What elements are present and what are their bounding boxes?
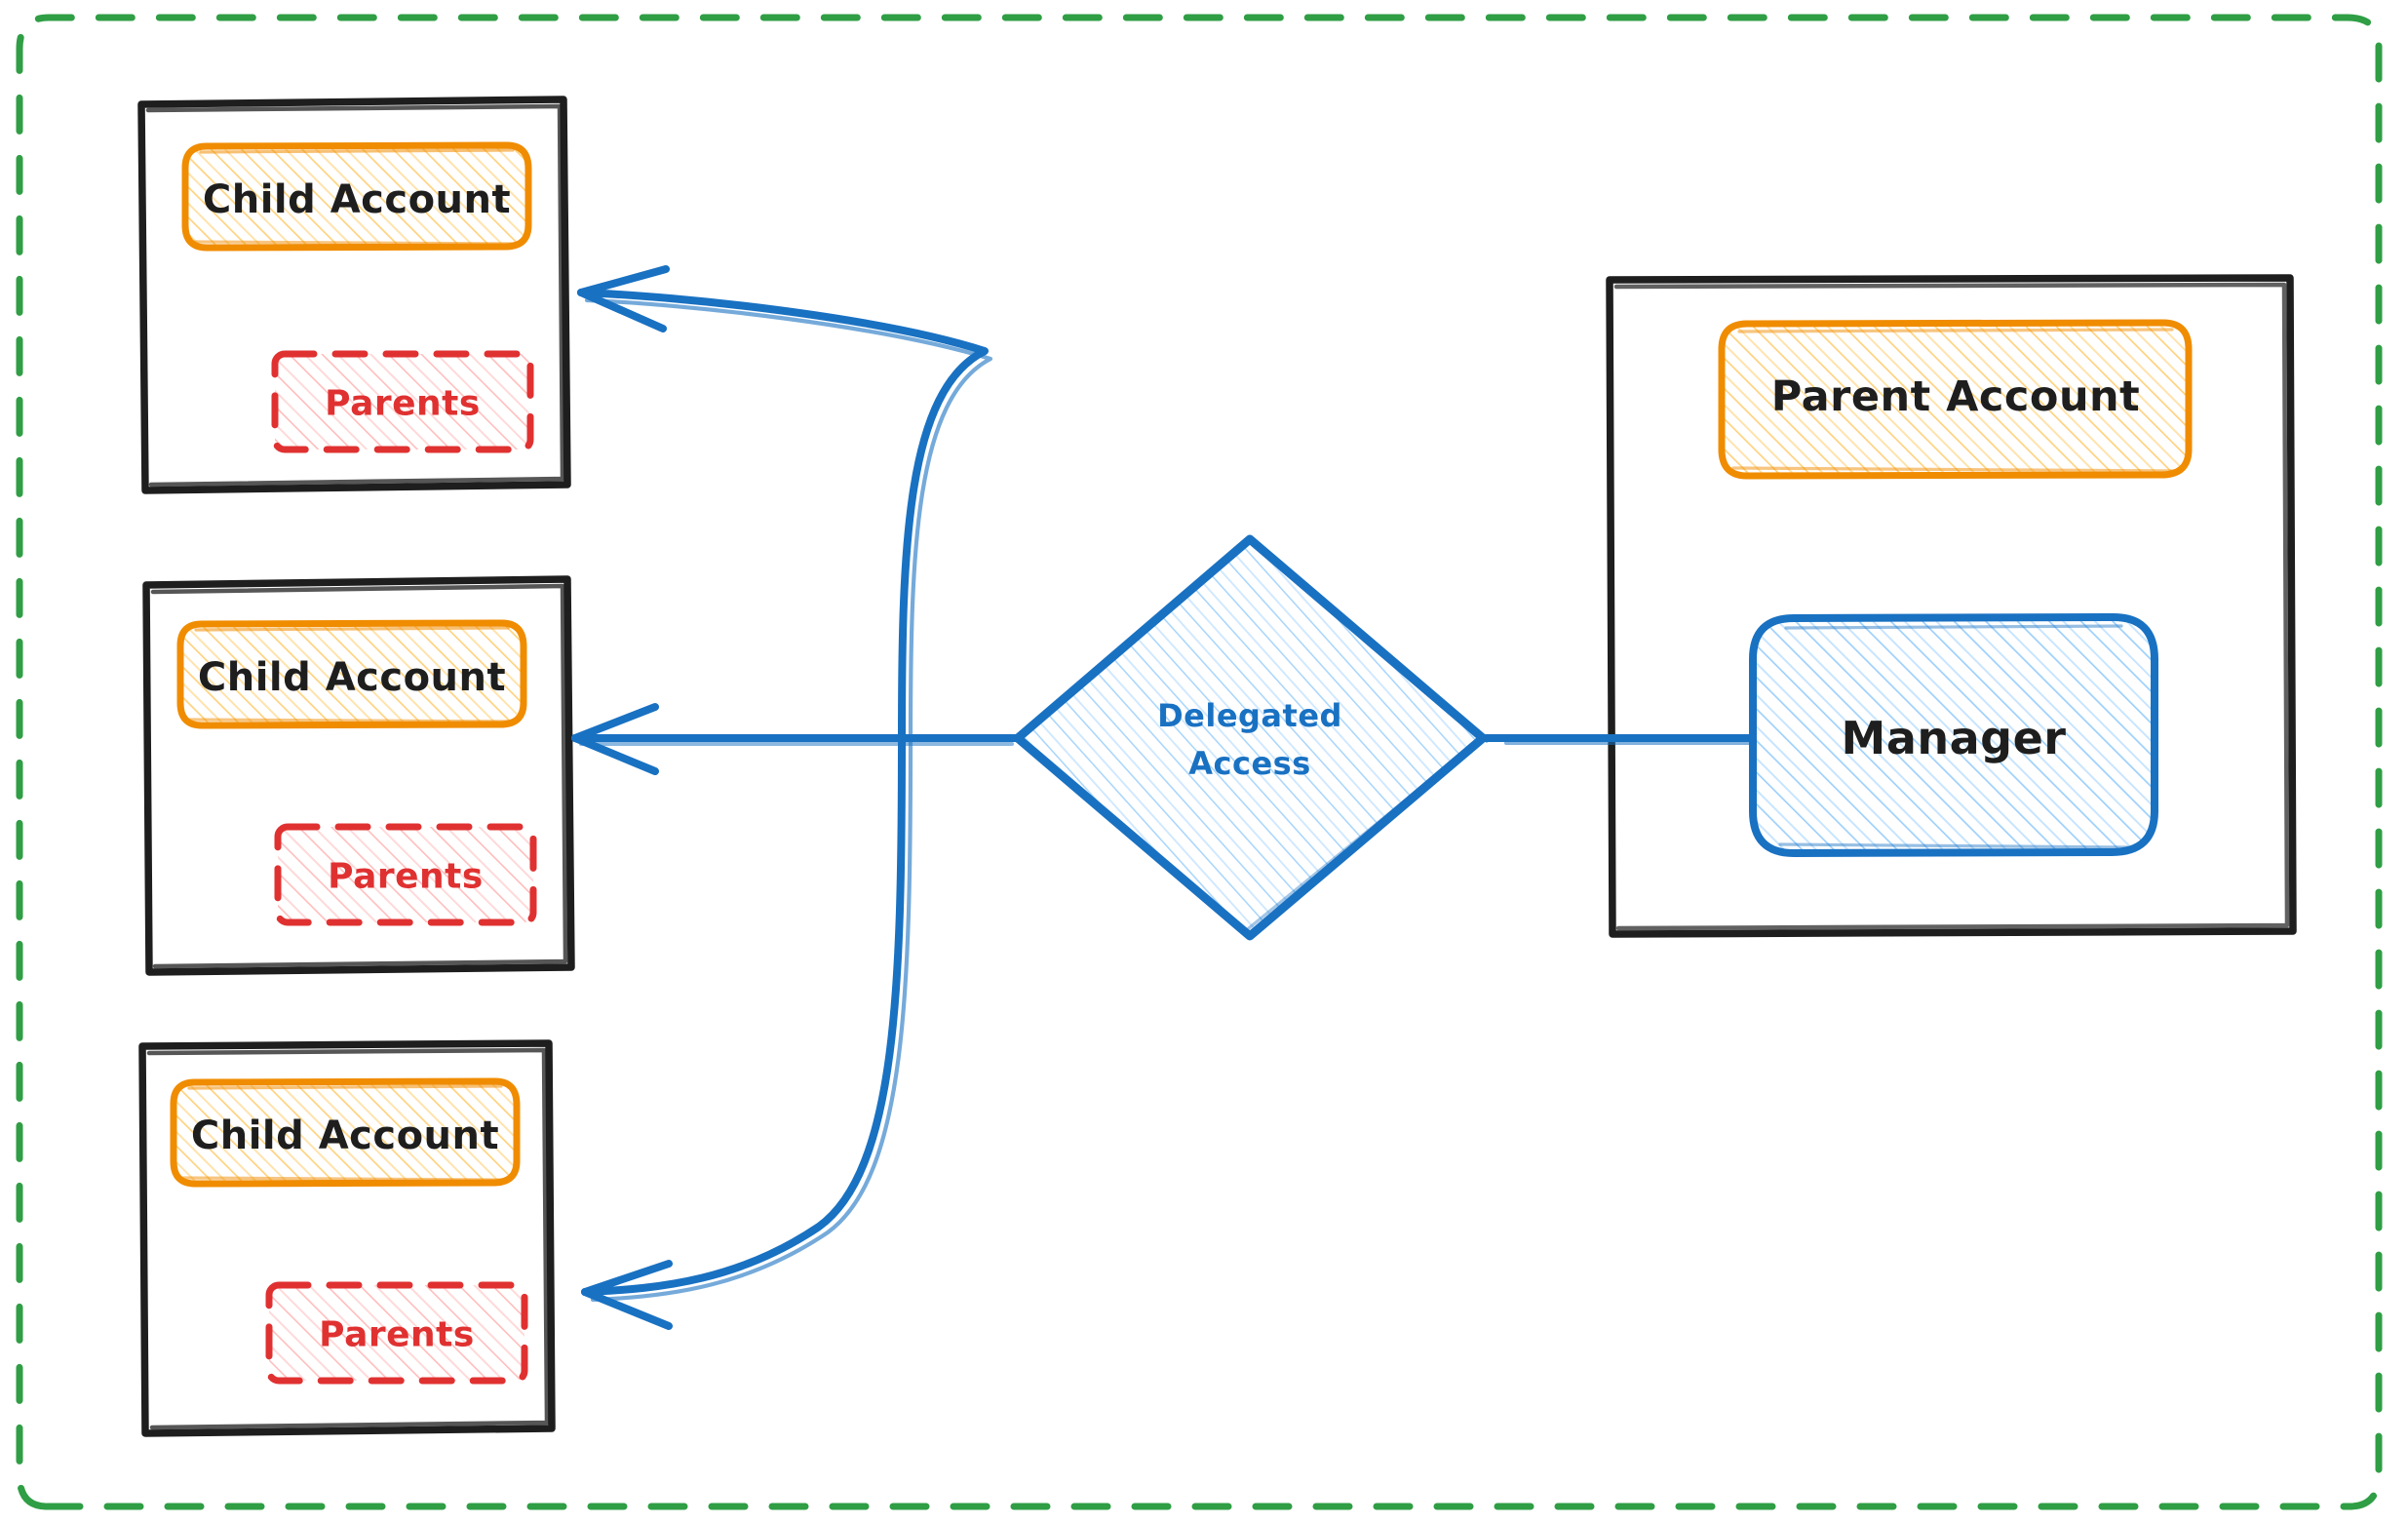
child-account-box-1[interactable] bbox=[181, 141, 532, 252]
parent-account-box[interactable] bbox=[1718, 319, 2193, 480]
connector-delegated-to-child-1 bbox=[577, 265, 993, 742]
connector-delegated-to-child-3 bbox=[581, 734, 913, 1330]
outer-boundary bbox=[16, 14, 2383, 1510]
connectors bbox=[571, 265, 1757, 1330]
connector-manager-to-delegated bbox=[1479, 734, 1757, 745]
connector-delegated-to-child-2 bbox=[571, 703, 1022, 775]
parent-account-panel[interactable] bbox=[1606, 274, 2297, 938]
parents-box-2[interactable] bbox=[274, 823, 537, 926]
manager-box[interactable] bbox=[1749, 613, 2158, 857]
parents-box-1[interactable] bbox=[271, 350, 534, 453]
child-account-box-2[interactable] bbox=[176, 619, 527, 729]
delegated-access-diamond[interactable] bbox=[1013, 534, 1489, 941]
child-account-panel-2[interactable] bbox=[142, 575, 575, 976]
child-account-panel-3[interactable] bbox=[138, 1039, 556, 1437]
child-account-panel-1[interactable] bbox=[137, 96, 571, 494]
parents-box-3[interactable] bbox=[265, 1281, 528, 1385]
child-account-box-3[interactable] bbox=[170, 1077, 521, 1188]
